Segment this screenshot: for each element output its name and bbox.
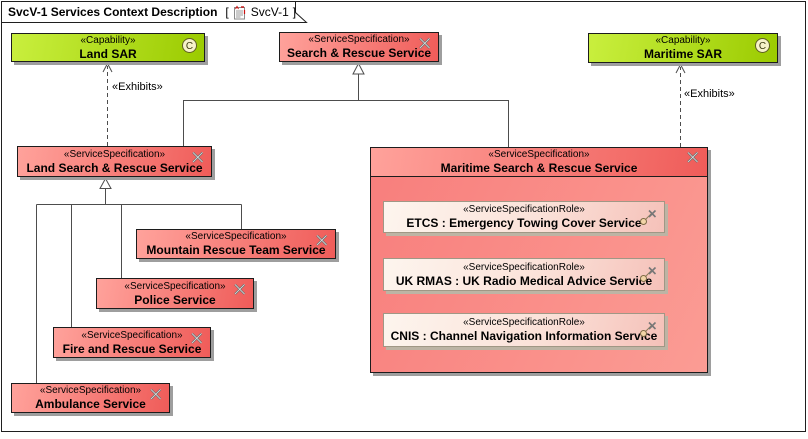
container-header: «ServiceSpecification» Maritime Search &… — [371, 148, 707, 177]
node-name: UK RMAS : UK Radio Medical Advice Servic… — [395, 273, 653, 288]
node-etcs-role[interactable]: «ServiceSpecificationRole» ETCS : Emerge… — [383, 201, 665, 233]
role-icon — [640, 209, 657, 225]
tools-icon — [192, 151, 204, 163]
node-name: Maritime Search & Rescue Service — [440, 161, 638, 175]
node-maritime-sar[interactable]: «Capability» Maritime SAR C — [588, 33, 778, 63]
role-icon — [640, 266, 657, 282]
stereotype-label: «ServiceSpecificationRole» — [463, 317, 585, 328]
node-name: Ambulance Service — [35, 397, 146, 411]
node-land-sar[interactable]: «Capability» Land SAR C — [11, 33, 205, 62]
node-police[interactable]: «ServiceSpecification» Police Service — [96, 278, 254, 309]
stereotype-label: «ServiceSpecification» — [63, 148, 166, 160]
node-land-sar-service[interactable]: «ServiceSpecification» Land Search & Res… — [17, 146, 212, 177]
role-icon — [640, 321, 657, 337]
diagram-title-bar: SvcV-1 Services Context Description [ Sv… — [8, 4, 296, 20]
node-name: Mountain Rescue Team Service — [146, 243, 326, 257]
stereotype-label: «ServiceSpecificationRole» — [463, 204, 585, 215]
node-name: Search & Rescue Service — [286, 46, 432, 60]
stereotype-label: «Capability» — [655, 35, 711, 46]
stereotype-label: «ServiceSpecification» — [308, 34, 410, 45]
capability-icon: C — [755, 38, 770, 53]
stereotype-label: «ServiceSpecification» — [81, 329, 183, 341]
node-sar-service[interactable]: «ServiceSpecification» Search & Rescue S… — [279, 32, 439, 62]
title-bracket-open: [ — [225, 5, 229, 19]
node-name: Land SAR — [79, 46, 137, 61]
node-mountain-rescue[interactable]: «ServiceSpecification» Mountain Rescue T… — [136, 229, 336, 259]
capability-icon: C — [182, 38, 197, 53]
diagram-title: SvcV-1 Services Context Description — [8, 5, 218, 19]
node-name: Police Service — [134, 292, 216, 307]
node-name: Maritime SAR — [643, 47, 723, 61]
title-bracket-close: ] — [292, 5, 297, 19]
tools-icon — [191, 332, 203, 344]
node-name: ETCS : Emergency Towing Cover Service — [406, 216, 642, 230]
stereotype-label: «ServiceSpecification» — [185, 231, 287, 242]
node-cnis-role[interactable]: «ServiceSpecificationRole» CNIS : Channe… — [383, 313, 665, 347]
exhibits-label-right: «Exhibits» — [684, 88, 735, 100]
node-fire-rescue[interactable]: «ServiceSpecification» Fire and Rescue S… — [53, 327, 211, 358]
node-name: Fire and Rescue Service — [62, 341, 202, 356]
stereotype-label: «Capability» — [80, 34, 136, 46]
tools-icon — [419, 37, 431, 49]
exhibits-label-left: «Exhibits» — [112, 81, 163, 93]
node-uk-rmas-role[interactable]: «ServiceSpecificationRole» UK RMAS : UK … — [383, 258, 665, 291]
title-diagram-ref: SvcV-1 — [250, 5, 289, 19]
tools-icon — [316, 234, 328, 246]
stereotype-label: «ServiceSpecification» — [124, 280, 226, 292]
stereotype-label: «ServiceSpecification» — [39, 385, 142, 396]
stereotype-label: «ServiceSpecificationRole» — [463, 261, 585, 273]
tools-icon — [234, 283, 246, 295]
node-name: Land Search & Rescue Service — [26, 160, 203, 175]
node-ambulance[interactable]: «ServiceSpecification» Ambulance Service — [11, 383, 170, 413]
tools-icon — [687, 151, 699, 163]
diagram-doc-icon — [233, 5, 245, 19]
tools-icon — [150, 388, 162, 400]
node-name: CNIS : Channel Navigation Information Se… — [390, 329, 658, 343]
stereotype-label: «ServiceSpecification» — [488, 149, 590, 160]
